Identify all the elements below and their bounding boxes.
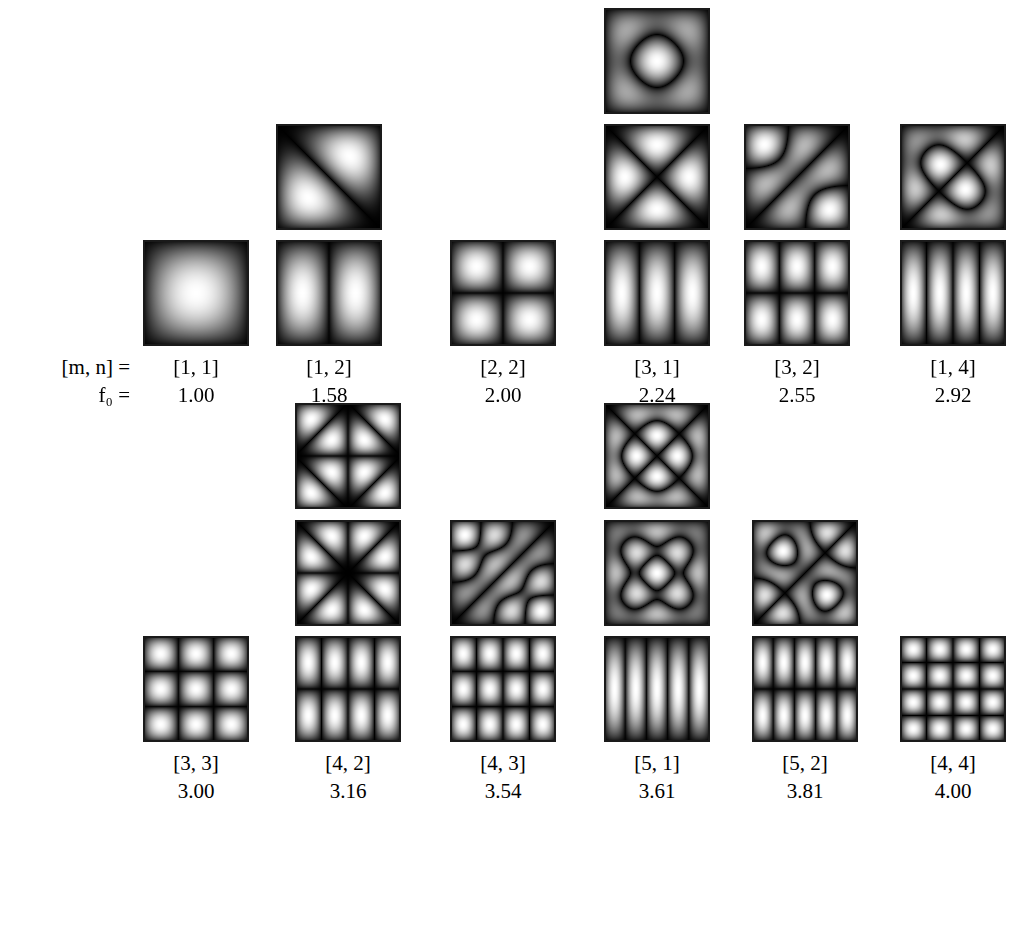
mode-index: [1, 4] [930, 357, 976, 378]
frequency-value: 3.81 [787, 781, 824, 802]
mode-shape-image [752, 636, 858, 742]
frequency-value: 3.61 [639, 781, 676, 802]
frequency-value: 1.58 [311, 385, 348, 406]
mode-shape-image [295, 636, 401, 742]
frequency-value: 2.24 [639, 385, 676, 406]
mode-shape-image [604, 636, 710, 742]
mode-shape-image [450, 520, 556, 626]
mode-index: [2, 2] [480, 357, 526, 378]
mode-shape-image [450, 636, 556, 742]
mode-index: [3, 3] [173, 753, 219, 774]
mode-shape-image [450, 240, 556, 346]
mode-shape-image [276, 240, 382, 346]
mode-index: [3, 1] [634, 357, 680, 378]
mode-shape-image [744, 124, 850, 230]
mode-index: [5, 1] [634, 753, 680, 774]
mode-shape-image [604, 124, 710, 230]
frequency-value: 1.00 [178, 385, 215, 406]
mode-shape-image [900, 240, 1006, 346]
frequency-value: 3.16 [330, 781, 367, 802]
mode-index: [1, 1] [173, 357, 219, 378]
mode-shape-image [604, 240, 710, 346]
mode-index: [5, 2] [782, 753, 828, 774]
mode-shape-image [295, 520, 401, 626]
mode-shape-image [276, 124, 382, 230]
mode-index: [3, 2] [774, 357, 820, 378]
frequency-value: 3.54 [485, 781, 522, 802]
frequency-value: 4.00 [935, 781, 972, 802]
mode-shape-image [752, 520, 858, 626]
mode-shape-image [744, 240, 850, 346]
frequency-value: 3.00 [178, 781, 215, 802]
mode-shape-image [604, 8, 710, 114]
mode-index: [4, 2] [325, 753, 371, 774]
mode-index: [1, 2] [306, 357, 352, 378]
frequency-value: 2.00 [485, 385, 522, 406]
mode-shape-image [604, 403, 710, 509]
mode-index: [4, 4] [930, 753, 976, 774]
mode-shape-image [143, 636, 249, 742]
mode-shape-image [295, 403, 401, 509]
mode-shape-image [900, 636, 1006, 742]
mode-index: [4, 3] [480, 753, 526, 774]
frequency-value: 2.92 [935, 385, 972, 406]
row-heading: f₀ = [99, 385, 130, 406]
mode-shape-image [900, 124, 1006, 230]
frequency-value: 2.55 [779, 385, 816, 406]
row-heading: [m, n] = [62, 357, 130, 378]
mode-shape-image [604, 520, 710, 626]
mode-shape-image [143, 240, 249, 346]
